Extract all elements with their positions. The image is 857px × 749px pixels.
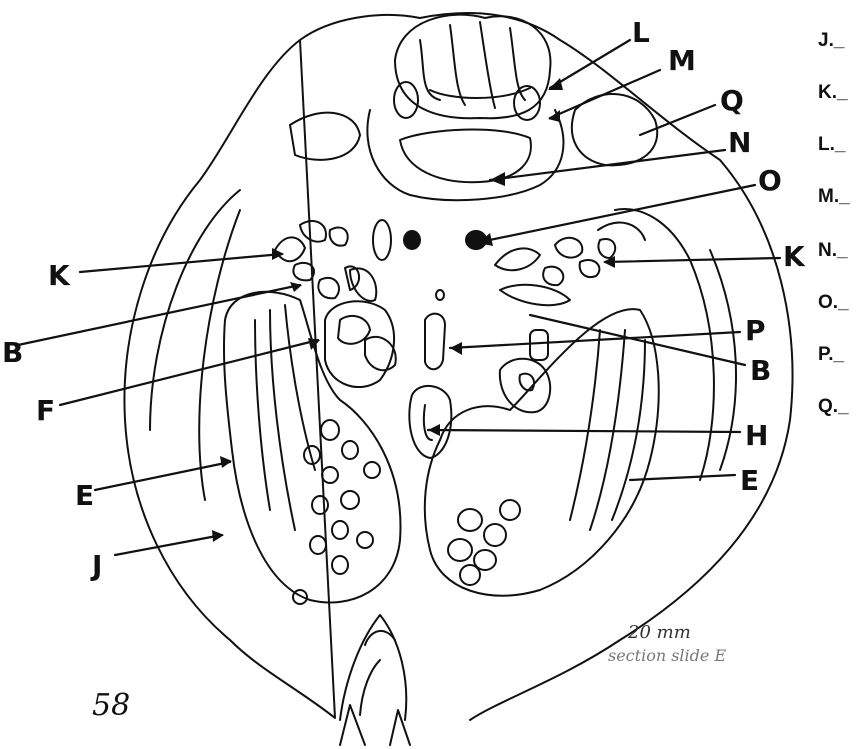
label-K-right: K xyxy=(783,240,806,273)
q-structure xyxy=(572,94,657,165)
answer-K: K._ xyxy=(818,82,848,104)
label-N: N xyxy=(728,126,751,159)
ganglion-left xyxy=(394,82,418,118)
answer-O: O._ xyxy=(818,292,849,314)
arrow-B-left xyxy=(18,285,300,345)
arrow-H xyxy=(428,430,740,432)
arrow-E-left xyxy=(95,462,230,490)
page-number: 58 xyxy=(92,688,130,723)
p-structure xyxy=(425,314,445,370)
label-K-left: K xyxy=(48,259,71,292)
answer-J: J._ xyxy=(818,30,844,52)
label-F: F xyxy=(36,394,55,427)
answer-N: N._ xyxy=(818,240,848,262)
arrow-B-right xyxy=(530,315,745,365)
ganglion-right xyxy=(514,86,540,120)
label-E-left: E xyxy=(75,479,94,512)
label-E-right: E xyxy=(740,464,759,497)
h-structure xyxy=(409,386,451,458)
arrow-K-right xyxy=(605,258,780,262)
answer-L: L._ xyxy=(818,134,845,156)
label-H: H xyxy=(745,419,768,452)
label-B-left: B xyxy=(2,336,23,369)
label-Q: Q xyxy=(720,84,744,117)
label-J: J xyxy=(90,549,102,582)
vertebral-region xyxy=(367,110,563,200)
f-structure xyxy=(325,301,394,387)
answer-P: P._ xyxy=(818,344,844,366)
note-slide: section slide E xyxy=(608,646,726,665)
arrow-F xyxy=(60,340,318,405)
answer-M: M._ xyxy=(818,186,850,208)
label-L: L xyxy=(632,16,650,49)
left-lung-cells xyxy=(293,420,380,604)
k-right-cluster xyxy=(543,223,645,286)
o-dot-left xyxy=(404,231,420,249)
center-oval xyxy=(373,220,391,260)
left-lung xyxy=(224,292,401,603)
label-B-right: B xyxy=(750,354,771,387)
label-O: O xyxy=(758,164,782,197)
answer-Q: Q._ xyxy=(818,396,849,418)
arrow-K-left xyxy=(80,254,282,272)
note-size: 20 mm xyxy=(628,622,691,643)
arrow-O xyxy=(480,185,755,242)
arrow-P xyxy=(450,332,740,348)
label-P: P xyxy=(745,314,766,347)
label-M: M xyxy=(668,44,696,77)
right-lung-cells xyxy=(448,500,520,585)
arrow-J xyxy=(115,535,222,555)
